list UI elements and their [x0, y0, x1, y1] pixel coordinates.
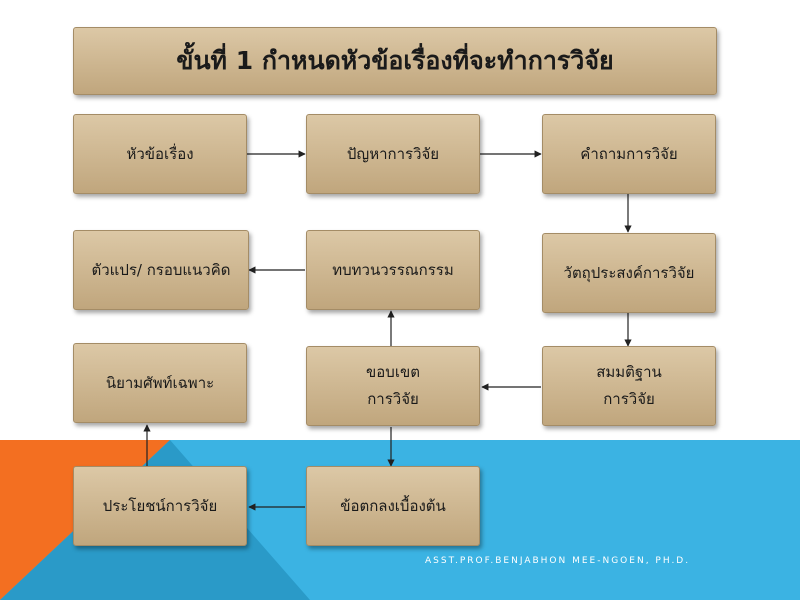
node-objective: วัตถุประสงค์การวิจัย	[542, 233, 716, 313]
node-problem-label: ปัญหาการวิจัย	[346, 144, 440, 163]
node-literature: ทบทวนวรรณกรรม	[306, 230, 480, 310]
node-objective-label: วัตถุประสงค์การวิจัย	[563, 263, 695, 282]
node-variables-label: ตัวแปร/ กรอบแนวคิด	[91, 260, 231, 279]
node-scope-label-line1: ขอบเขต	[366, 363, 420, 381]
node-topic: หัวข้อเรื่อง	[73, 114, 247, 194]
node-scope-label-line2: การวิจัย	[367, 390, 419, 408]
node-benefit: ประโยชน์การวิจัย	[73, 466, 247, 546]
node-assumption-label: ข้อตกลงเบื้องต้น	[340, 496, 446, 515]
node-problem: ปัญหาการวิจัย	[306, 114, 480, 194]
node-hypothesis-label-line2: การวิจัย	[603, 390, 655, 408]
node-definition: นิยามศัพท์เฉพาะ	[73, 343, 247, 423]
node-question: คำถามการวิจัย	[542, 114, 716, 194]
node-topic-label: หัวข้อเรื่อง	[126, 144, 194, 163]
node-scope: ขอบเขต การวิจัย	[306, 346, 480, 426]
node-hypothesis-label-line1: สมมติฐาน	[596, 363, 662, 381]
node-hypothesis: สมมติฐาน การวิจัย	[542, 346, 716, 426]
node-variables: ตัวแปร/ กรอบแนวคิด	[73, 230, 249, 310]
author-credit: ASST.PROF.BENJABHON MEE-NGOEN, PH.D.	[425, 556, 691, 566]
node-definition-label: นิยามศัพท์เฉพาะ	[105, 373, 215, 392]
node-assumption: ข้อตกลงเบื้องต้น	[306, 466, 480, 546]
node-literature-label: ทบทวนวรรณกรรม	[332, 260, 454, 279]
slide-title: ขั้นที่ 1 กำหนดหัวข้อเรื่องที่จะทำการวิจ…	[73, 27, 717, 95]
node-question-label: คำถามการวิจัย	[580, 144, 678, 163]
node-benefit-label: ประโยชน์การวิจัย	[102, 496, 218, 515]
